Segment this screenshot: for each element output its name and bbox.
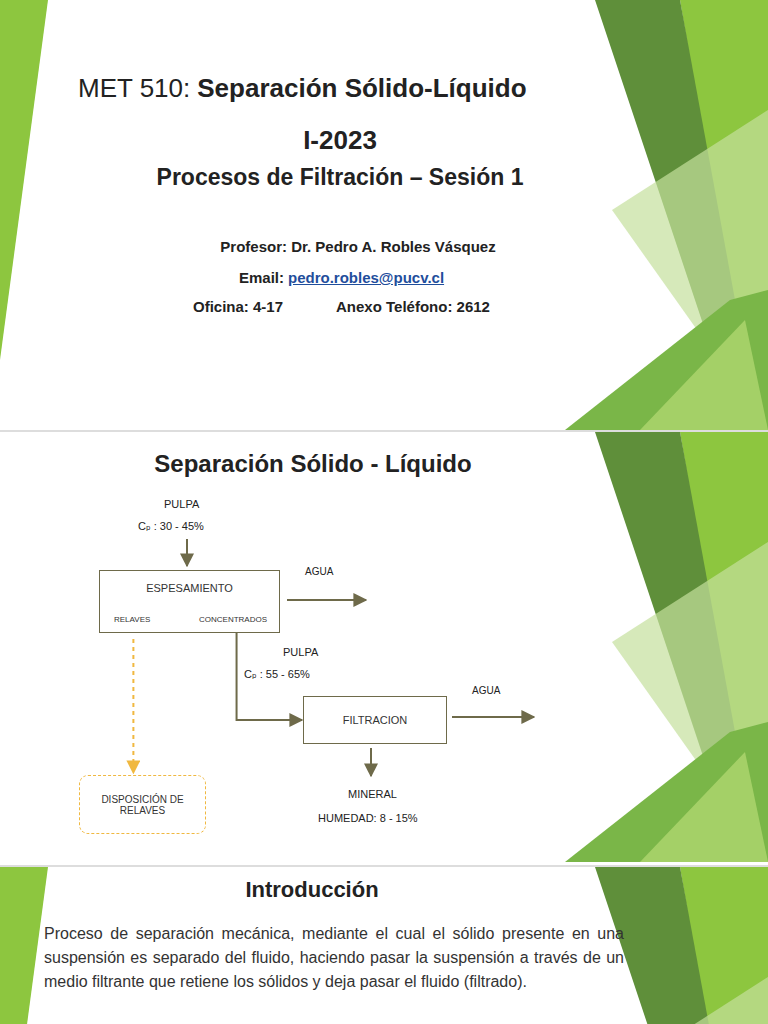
process-box: FILTRACION [303, 696, 447, 744]
stream-name: CONCENTRADOS [199, 615, 267, 624]
green-triangle [612, 977, 768, 1024]
water-arrow [287, 599, 366, 601]
process-name: ESPESAMIENTO [146, 582, 233, 595]
solids-content: Cₚ : 55 - 65% [244, 668, 310, 681]
stream-name: AGUA [305, 566, 333, 578]
slide-separator [0, 865, 768, 867]
email-label: Email: [239, 269, 284, 286]
slide-shapes [0, 867, 768, 1024]
process-name: DISPOSICIÓN DE RELAVES [98, 793, 188, 816]
office: Oficina: 4-17 [193, 298, 283, 315]
disposal-box: DISPOSICIÓN DE RELAVES [79, 775, 206, 834]
product-arrow [370, 748, 372, 776]
phone: Anexo Teléfono: 2612 [336, 298, 490, 315]
solids-content: Cₚ : 30 - 45% [138, 520, 204, 533]
process-box: ESPESAMIENTO RELAVES CONCENTRADOS [99, 570, 280, 633]
slide-shapes [565, 432, 768, 862]
process-name: FILTRACION [343, 714, 408, 727]
course-code: MET 510: [78, 74, 190, 104]
green-triangle [0, 867, 48, 1024]
body-paragraph: Proceso de separación mecánica, mediante… [44, 922, 624, 994]
slide-title: Separación Sólido - Líquido [154, 450, 471, 478]
course-name: Separación Sólido-Líquido [197, 74, 526, 104]
slide-shape-group [0, 0, 768, 430]
stream-name: AGUA [472, 685, 500, 697]
slide-separator [0, 430, 768, 432]
slide-shape-group [565, 432, 768, 862]
green-triangle [565, 722, 768, 862]
moisture-content: HUMEDAD: 8 - 15% [318, 812, 418, 825]
green-triangle [640, 752, 768, 862]
slide-shapes [0, 0, 768, 430]
green-triangle [565, 290, 768, 430]
professor: Profesor: Dr. Pedro A. Robles Vásquez [220, 238, 495, 255]
feed-arrow [186, 539, 188, 566]
slide-shape-group [0, 867, 768, 1024]
stream-name: RELAVES [114, 615, 150, 624]
green-triangle [640, 320, 768, 430]
stream-name: MINERAL [348, 788, 397, 801]
session-title: Procesos de Filtración – Sesión 1 [157, 164, 524, 190]
term: I-2023 [303, 126, 377, 156]
green-triangle [595, 867, 735, 1024]
section-heading: Introducción [245, 877, 378, 902]
stream-name: PULPA [283, 646, 318, 659]
water-arrow [452, 716, 534, 718]
stream-name: PULPA [164, 498, 199, 511]
tailings-arrow [132, 639, 134, 773]
green-triangle [0, 0, 48, 360]
email-link: pedro.robles@pucv.cl [288, 269, 444, 286]
